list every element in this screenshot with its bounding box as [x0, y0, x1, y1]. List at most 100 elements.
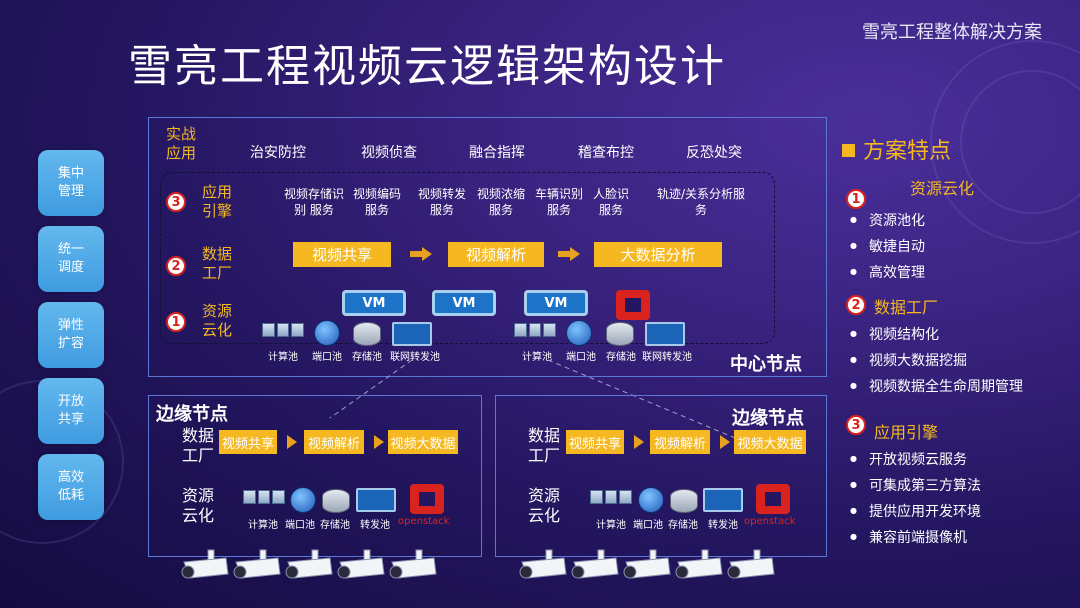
- camera-icon: [571, 549, 619, 579]
- feature-bullet: 敏捷自动: [850, 236, 925, 256]
- app-item: 反恐处突: [686, 145, 742, 161]
- layer-number-badge: 1: [166, 312, 186, 332]
- section-title: 数据工厂: [874, 298, 939, 317]
- service-label: 车辆识别服务: [534, 187, 583, 217]
- server-icon: [514, 323, 557, 337]
- openstack-text: openstack: [744, 516, 796, 527]
- section-title: 应用引擎: [874, 423, 939, 442]
- service-label: 视频编码服务: [352, 187, 401, 217]
- corner-title: 雪亮工程整体解决方案: [862, 22, 1042, 43]
- globe-icon: [290, 487, 316, 513]
- openstack-logo-icon: [616, 290, 650, 320]
- edge-node-label: 边缘节点: [732, 408, 804, 429]
- camera-icon: [727, 549, 775, 579]
- camera-icon: [519, 549, 567, 579]
- pool-label: 端口池: [312, 352, 342, 363]
- pool-label: 计算池: [596, 520, 626, 531]
- feature-bullet: 可集成第三方算法: [850, 475, 981, 495]
- edge-flow-box: 视频共享: [566, 430, 624, 454]
- service-label: 视频转发服务: [417, 187, 466, 217]
- layer-label-data-factory: 数据工厂: [202, 245, 233, 282]
- feature-bullet: 视频结构化: [850, 324, 939, 344]
- camera-icon: [389, 549, 437, 579]
- pool-label: 存储池: [668, 520, 698, 531]
- service-label: 视频存储识 别 服务: [283, 187, 344, 217]
- service-label: 轨迹/关系分析服务: [656, 187, 746, 217]
- forwarding-monitor-icon: [356, 488, 396, 512]
- pill-elastic-scaling: 弹性扩容: [38, 302, 104, 368]
- edge-flow-box: 视频解析: [304, 430, 364, 454]
- pool-label: 转发池: [708, 520, 738, 531]
- square-bullet-icon: [842, 144, 855, 157]
- openstack-text: openstack: [398, 516, 450, 527]
- pool-label: 联网转发池: [390, 352, 440, 363]
- section-title: 资源云化: [910, 179, 975, 198]
- vm-icon: VM: [342, 290, 406, 316]
- camera-icon: [337, 549, 385, 579]
- globe-icon: [314, 320, 340, 346]
- service-label: 视频浓缩服务: [476, 187, 525, 217]
- vm-icon: VM: [524, 290, 588, 316]
- app-item: 稽查布控: [578, 145, 634, 161]
- server-icon: [590, 490, 633, 504]
- center-node-label: 中心节点: [730, 354, 802, 375]
- pool-label: 计算池: [522, 352, 552, 363]
- camera-row: [181, 549, 775, 579]
- arrow-right-icon: [570, 247, 580, 261]
- pool-label: 端口池: [566, 352, 596, 363]
- service-label: 人脸识服务: [592, 187, 629, 217]
- pool-label: 计算池: [268, 352, 298, 363]
- arrow-right-icon: [634, 435, 644, 449]
- openstack-logo-icon: [410, 484, 444, 514]
- pill-unified-dispatch: 统一调度: [38, 226, 104, 292]
- app-layer-label: 实战应用: [166, 125, 197, 162]
- layer-label-engine: 应用引擎: [202, 183, 233, 220]
- app-item: 治安防控: [250, 145, 306, 161]
- pill-efficient-low-power: 高效低耗: [38, 454, 104, 520]
- storage-disk-icon: [353, 322, 381, 346]
- section-number-badge: 1: [846, 189, 866, 209]
- app-item: 视频侦查: [361, 145, 417, 161]
- flow-box-video-share: 视频共享: [293, 242, 391, 267]
- arrow-right-icon: [422, 247, 432, 261]
- edge-data-label: 数据工厂: [528, 426, 561, 465]
- feature-bullet: 视频大数据挖掘: [850, 350, 967, 370]
- camera-icon: [623, 549, 671, 579]
- edge-node-label: 边缘节点: [156, 404, 228, 425]
- forwarding-monitor-icon: [392, 322, 432, 346]
- forwarding-monitor-icon: [645, 322, 685, 346]
- layer-number-badge: 3: [166, 192, 186, 212]
- pool-label: 存储池: [352, 352, 382, 363]
- storage-disk-icon: [670, 489, 698, 513]
- center-node-box: [148, 117, 827, 377]
- globe-icon: [566, 320, 592, 346]
- flow-box-big-data: 大数据分析: [594, 242, 722, 267]
- feature-bullet: 高效管理: [850, 262, 925, 282]
- arrow-right-icon: [287, 435, 297, 449]
- edge-data-label: 数据工厂: [182, 426, 215, 465]
- globe-icon: [638, 487, 664, 513]
- edge-resource-label: 资源云化: [528, 486, 561, 525]
- feature-bullet: 开放视频云服务: [850, 449, 967, 469]
- edge-resource-label: 资源云化: [182, 486, 215, 525]
- feature-bullet: 视频数据全生命周期管理: [850, 376, 1023, 396]
- flow-arrow-stem: [558, 251, 570, 257]
- edge-flow-box: 视频解析: [650, 430, 710, 454]
- vm-icon: VM: [432, 290, 496, 316]
- storage-disk-icon: [322, 489, 350, 513]
- flow-arrow-stem: [410, 251, 422, 257]
- openstack-logo-icon: [756, 484, 790, 514]
- feature-bullet: 资源池化: [850, 210, 925, 230]
- edge-flow-box: 视频大数据: [388, 430, 458, 454]
- feature-bullet: 兼容前端摄像机: [850, 527, 967, 547]
- camera-icon: [285, 549, 333, 579]
- pool-label: 转发池: [360, 520, 390, 531]
- pool-label: 端口池: [633, 520, 663, 531]
- feature-bullet: 提供应用开发环境: [850, 501, 981, 521]
- arrow-right-icon: [720, 435, 730, 449]
- server-icon: [262, 323, 305, 337]
- layer-number-badge: 2: [166, 256, 186, 276]
- camera-icon: [675, 549, 723, 579]
- arrow-right-icon: [374, 435, 384, 449]
- features-title: 方案特点: [842, 133, 951, 165]
